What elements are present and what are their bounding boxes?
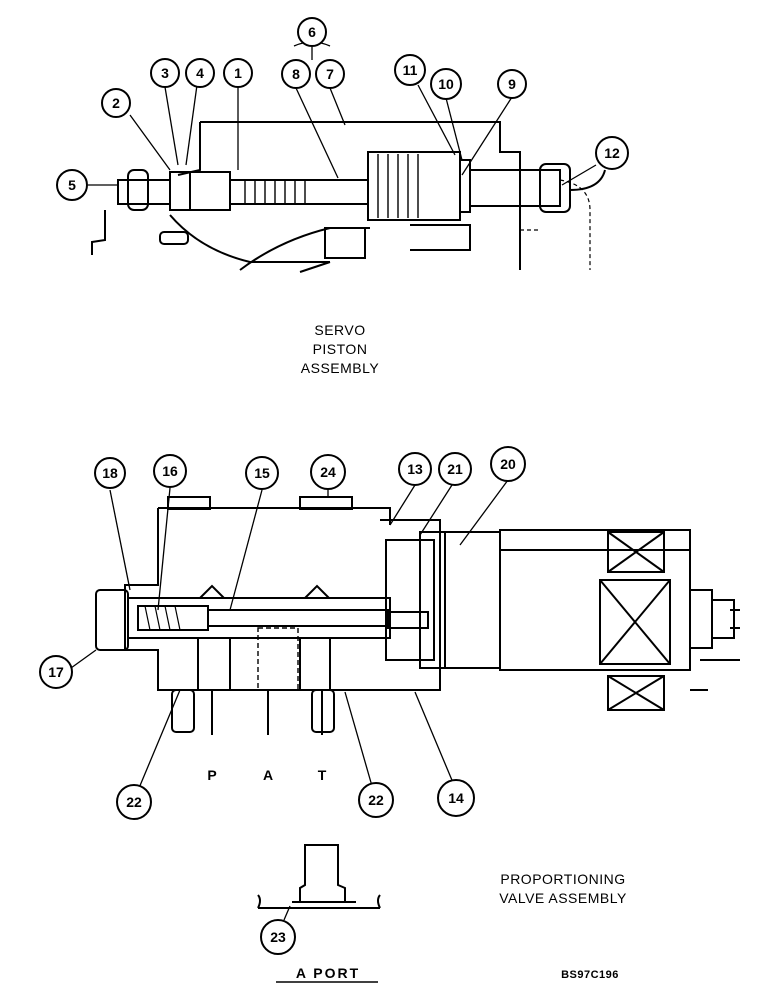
callout-label: 5 [68,177,76,193]
callout-16: 16 [153,454,187,488]
figure-code: BS97C196 [561,969,619,981]
callout-label: 10 [438,76,454,92]
port-t-label: T [318,767,327,783]
callout-label: 6 [308,24,316,40]
callout-20: 20 [490,446,526,482]
callout-1: 1 [223,58,253,88]
callout-8: 8 [281,59,311,89]
servo-caption-line1: SERVO [314,322,366,338]
callout-7: 7 [315,59,345,89]
callout-4: 4 [185,58,215,88]
callout-label: 23 [270,929,286,945]
servo-caption-line3: ASSEMBLY [300,360,380,376]
a-port-caption: A PORT [295,965,361,981]
callout-9: 9 [497,69,527,99]
callout-3: 3 [150,58,180,88]
callout-label: 16 [162,463,178,479]
callout-22-left: 22 [116,784,152,820]
callout-label: 12 [604,145,620,161]
proportioning-caption: PROPORTIONING VALVE ASSEMBLY [458,870,668,908]
port-a-label: A [263,767,273,783]
callout-label: 13 [407,461,423,477]
callout-12: 12 [595,136,629,170]
callout-22-right: 22 [358,782,394,818]
callout-label: 21 [447,461,463,477]
callout-label: 3 [161,65,169,81]
callout-24: 24 [310,454,346,490]
callout-14: 14 [437,779,475,817]
callout-23: 23 [260,919,296,955]
proportioning-caption-line1: PROPORTIONING [500,871,626,887]
proportioning-valve-drawing [95,496,740,735]
servo-piston-drawing [91,121,606,273]
callout-10: 10 [430,68,462,100]
callout-label: 2 [112,95,120,111]
callout-21: 21 [438,452,472,486]
callout-5: 5 [56,169,88,201]
proportioning-caption-line2: VALVE ASSEMBLY [499,890,627,906]
callout-label: 8 [292,66,300,82]
callout-label: 15 [254,465,270,481]
callout-6: 6 [297,17,327,47]
callout-label: 9 [508,76,516,92]
callout-18: 18 [94,457,126,489]
servo-caption: SERVO PISTON ASSEMBLY [270,321,410,378]
callout-label: 22 [126,794,142,810]
callout-label: 1 [234,65,242,81]
callout-label: 18 [102,465,118,481]
callout-label: 17 [48,664,64,680]
a-port-drawing [257,844,381,909]
callout-label: 22 [368,792,384,808]
servo-caption-line2: PISTON [312,341,368,357]
callout-label: 20 [500,456,516,472]
callout-label: 7 [326,66,334,82]
callout-11: 11 [394,54,426,86]
callout-label: 4 [196,65,204,81]
callout-13: 13 [398,452,432,486]
leader-lines [70,41,597,921]
callout-17: 17 [39,655,73,689]
callout-2: 2 [101,88,131,118]
callout-15: 15 [245,456,279,490]
callout-label: 24 [320,464,336,480]
callout-label: 11 [403,62,418,78]
port-p-label: P [207,767,216,783]
callout-label: 14 [448,790,464,806]
